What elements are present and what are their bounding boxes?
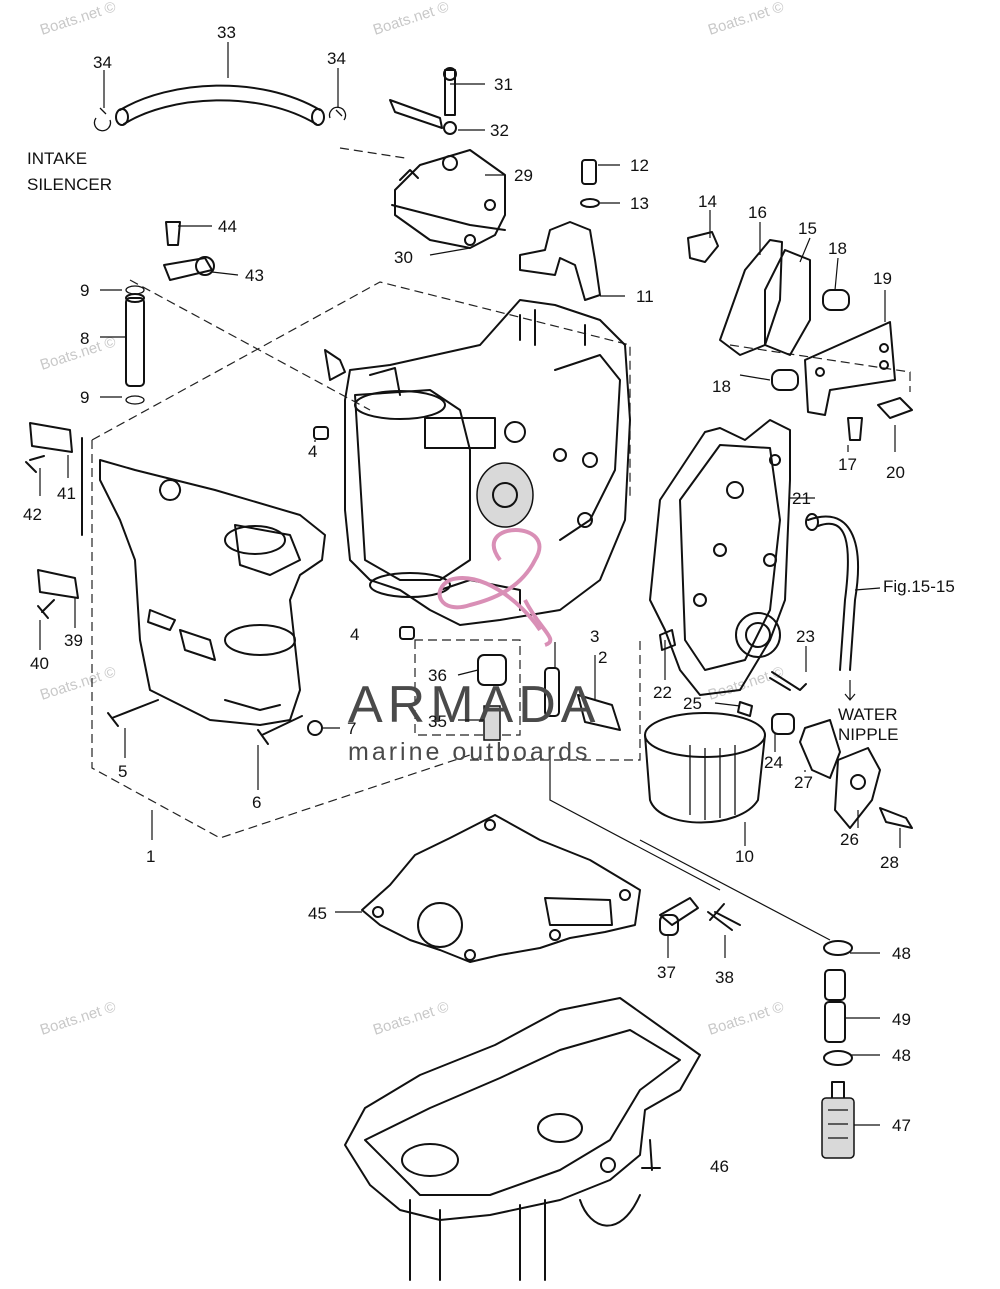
callout-7: 7 xyxy=(347,719,356,738)
callout-numbers: 1 2 3 4 4 5 6 7 8 9 9 10 11 12 13 14 15 … xyxy=(23,23,911,1176)
callout-4: 4 xyxy=(350,625,359,644)
callout-21: 21 xyxy=(792,489,811,508)
callout-35: 35 xyxy=(428,712,447,731)
watermark: Boats.net © xyxy=(38,0,118,39)
callout-1: 1 xyxy=(146,847,155,866)
exhaust-cover xyxy=(649,419,791,696)
callout-23: 23 xyxy=(796,627,815,646)
callout-27: 27 xyxy=(794,773,813,792)
callout-37: 37 xyxy=(657,963,676,982)
clamp-37 xyxy=(659,897,741,936)
callout-46: 46 xyxy=(710,1157,729,1176)
callout-29: 29 xyxy=(514,166,533,185)
callout-19: 19 xyxy=(873,269,892,288)
watermark: Boats.net © xyxy=(371,0,451,39)
notes: INTAKE SILENCER Fig.15-15 WATER NIPPLE xyxy=(27,149,955,744)
callout-30: 30 xyxy=(394,248,413,267)
callout-36: 36 xyxy=(428,666,447,685)
callout-18: 18 xyxy=(828,239,847,258)
callout-9: 9 xyxy=(80,388,89,407)
watermarks: Boats.net © Boats.net © Boats.net © Boat… xyxy=(38,0,786,1039)
callout-25: 25 xyxy=(683,694,702,713)
callout-6: 6 xyxy=(252,793,261,812)
callout-11: 11 xyxy=(636,287,654,306)
breather-parts xyxy=(125,221,215,405)
callout-28: 28 xyxy=(880,853,899,872)
callout-12: 12 xyxy=(630,156,649,175)
plug-group xyxy=(307,654,621,741)
callout-32: 32 xyxy=(490,121,509,140)
watermark: Boats.net © xyxy=(706,0,786,39)
callout-49: 49 xyxy=(892,1010,911,1029)
intake-hose xyxy=(93,84,347,132)
guide-bracket xyxy=(519,159,601,301)
callout-18: 18 xyxy=(712,377,731,396)
logo-tagline: marine outboards xyxy=(348,738,591,766)
callout-16: 16 xyxy=(748,203,767,222)
water-nipple-label: NIPPLE xyxy=(838,725,898,744)
callout-34: 34 xyxy=(93,53,112,72)
callout-20: 20 xyxy=(886,463,905,482)
cylinder-block xyxy=(313,299,631,640)
callout-22: 22 xyxy=(653,683,672,702)
strainer-group xyxy=(821,940,855,1159)
watermark: Boats.net © xyxy=(38,998,118,1038)
callout-39: 39 xyxy=(64,631,83,650)
bolts xyxy=(25,455,791,931)
block-gasket xyxy=(361,814,641,963)
callout-42: 42 xyxy=(23,505,42,524)
water-hose xyxy=(805,513,881,701)
fig-reference: Fig.15-15 xyxy=(883,577,955,596)
callout-47: 47 xyxy=(892,1116,911,1135)
callout-34: 34 xyxy=(327,49,346,68)
callout-9: 9 xyxy=(80,281,89,300)
cover-assembly xyxy=(389,67,506,249)
callout-3: 3 xyxy=(590,627,599,646)
callout-45: 45 xyxy=(308,904,327,923)
callout-33: 33 xyxy=(217,23,236,42)
callout-40: 40 xyxy=(30,654,49,673)
callout-41: 41 xyxy=(57,484,76,503)
callout-43: 43 xyxy=(245,266,264,285)
callout-48: 48 xyxy=(892,944,911,963)
watermark: Boats.net © xyxy=(38,663,118,703)
relief-valve-group xyxy=(737,671,913,829)
watermark: Boats.net © xyxy=(38,333,118,373)
callout-17: 17 xyxy=(838,455,857,474)
callout-44: 44 xyxy=(218,217,237,236)
water-nipple-label: WATER xyxy=(838,705,898,724)
callout-26: 26 xyxy=(840,830,859,849)
watermark: Boats.net © xyxy=(706,663,786,703)
callout-10: 10 xyxy=(735,847,754,866)
leader-lines xyxy=(39,42,901,1126)
armada-logo: ARMADA marine outboards xyxy=(348,528,600,766)
logo-brand: ARMADA xyxy=(348,676,600,734)
oil-pan xyxy=(344,997,701,1281)
intake-silencer-label: SILENCER xyxy=(27,175,112,194)
mount-bracket xyxy=(29,422,326,726)
callout-8: 8 xyxy=(80,329,89,348)
watermark: Boats.net © xyxy=(706,998,786,1038)
callout-38: 38 xyxy=(715,968,734,987)
callout-5: 5 xyxy=(118,762,127,781)
watermark: Boats.net © xyxy=(371,998,451,1038)
thermostat-group xyxy=(687,231,913,441)
callout-4: 4 xyxy=(308,442,317,461)
callout-48: 48 xyxy=(892,1046,911,1065)
callout-2: 2 xyxy=(598,648,607,667)
callout-13: 13 xyxy=(630,194,649,213)
oil-filter xyxy=(644,712,766,824)
callout-14: 14 xyxy=(698,192,717,211)
intake-silencer-label: INTAKE xyxy=(27,149,87,168)
callout-31: 31 xyxy=(494,75,513,94)
callout-15: 15 xyxy=(798,219,817,238)
callout-24: 24 xyxy=(764,753,783,772)
